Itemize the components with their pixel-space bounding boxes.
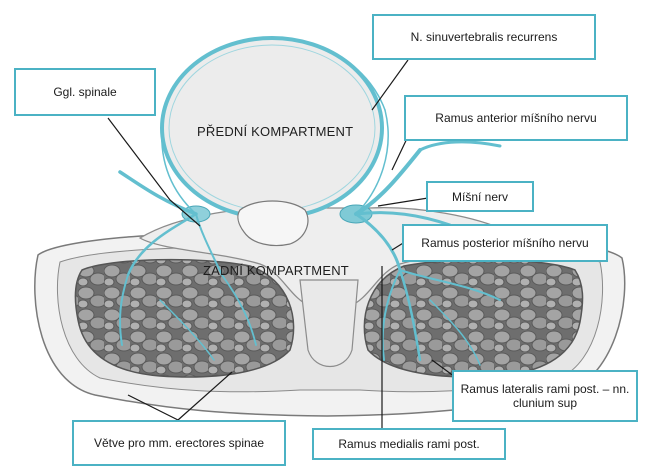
callout-ramus-medialis: Ramus medialis rami post. (312, 428, 506, 460)
callout-ggl-spinale: Ggl. spinale (14, 68, 156, 116)
callout-ramus-anterior: Ramus anterior míšního nervu (404, 95, 628, 141)
callout-sinuvertebralis: N. sinuvertebralis recurrens (372, 14, 596, 60)
posterior-compartment-label: ZADNÍ KOMPARTMENT (203, 263, 349, 278)
callout-vetve-erectores: Větve pro mm. erectores spinae (72, 420, 286, 466)
callout-misni-nerv: Míšní nerv (426, 181, 534, 212)
callout-ramus-posterior: Ramus posterior míšního nervu (402, 224, 608, 262)
callout-ramus-lateralis: Ramus lateralis rami post. – nn. clunium… (452, 370, 638, 422)
anterior-compartment-label: PŘEDNÍ KOMPARTMENT (197, 124, 353, 139)
